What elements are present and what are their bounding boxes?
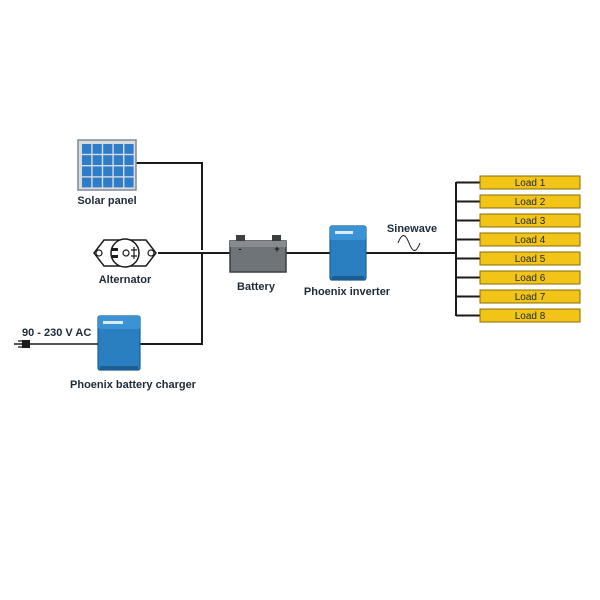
solar-panel-icon <box>77 139 137 191</box>
load-box <box>479 232 581 247</box>
load-label: Load 6 <box>515 273 546 284</box>
load-box <box>479 213 581 228</box>
ac-plug-icon <box>14 340 98 348</box>
wire-solar <box>136 162 203 250</box>
load-box <box>479 270 581 285</box>
battery-label: Battery <box>237 281 276 293</box>
solar-cell <box>82 155 92 165</box>
load-label: Load 2 <box>515 197 546 208</box>
solar-cell <box>124 166 134 177</box>
alternator-label: Alternator <box>99 274 152 286</box>
solar-cell <box>113 166 123 177</box>
phoenix-inverter-icon <box>329 225 367 281</box>
solar-cell <box>124 177 134 188</box>
solar-cell <box>92 144 102 154</box>
load-box <box>479 289 581 304</box>
load-label: Load 3 <box>515 216 546 227</box>
solar-cell <box>92 177 102 188</box>
load-branches <box>456 181 480 317</box>
alternator-icon <box>93 238 157 268</box>
phoenix-inverter-label: Phoenix inverter <box>304 286 391 298</box>
load-box <box>479 308 581 323</box>
solar-cell <box>92 155 102 165</box>
battery-negative-terminal: - <box>239 244 242 254</box>
load-label: Load 5 <box>515 254 546 265</box>
load-box <box>479 175 581 190</box>
load-label: Load 8 <box>515 311 546 322</box>
phoenix-battery-charger-icon <box>97 315 141 371</box>
sinewave-icon <box>397 235 421 251</box>
solar-cell <box>82 177 92 188</box>
solar-cell <box>92 166 102 177</box>
load-label: Load 4 <box>515 235 546 246</box>
solar-panel-label: Solar panel <box>77 195 136 207</box>
wire-charger <box>140 253 203 345</box>
loads: Load 1 Load 2 Load 3 Load 4 Load 5 Load 6 Load… <box>479 175 581 323</box>
solar-cell <box>82 166 92 177</box>
battery-icon: - + <box>229 235 287 273</box>
solar-cell <box>103 166 113 177</box>
solar-cell <box>103 177 113 188</box>
load-box <box>479 251 581 266</box>
solar-cell <box>113 144 123 154</box>
solar-cell <box>103 144 113 154</box>
load-label: Load 1 <box>515 178 546 189</box>
sinewave-label: Sinewave <box>387 223 437 235</box>
solar-cell <box>103 155 113 165</box>
solar-cell <box>124 144 134 154</box>
solar-cell <box>124 155 134 165</box>
wiring <box>136 162 457 345</box>
load-label: Load 7 <box>515 292 546 303</box>
battery-positive-terminal: + <box>274 244 279 254</box>
solar-cell <box>82 144 92 154</box>
load-box <box>479 194 581 209</box>
ac-input-label: 90 - 230 V AC <box>22 327 91 339</box>
solar-cell <box>113 155 123 165</box>
solar-cell <box>113 177 123 188</box>
solar-cells <box>82 144 134 188</box>
phoenix-battery-charger-label: Phoenix battery charger <box>70 379 197 391</box>
